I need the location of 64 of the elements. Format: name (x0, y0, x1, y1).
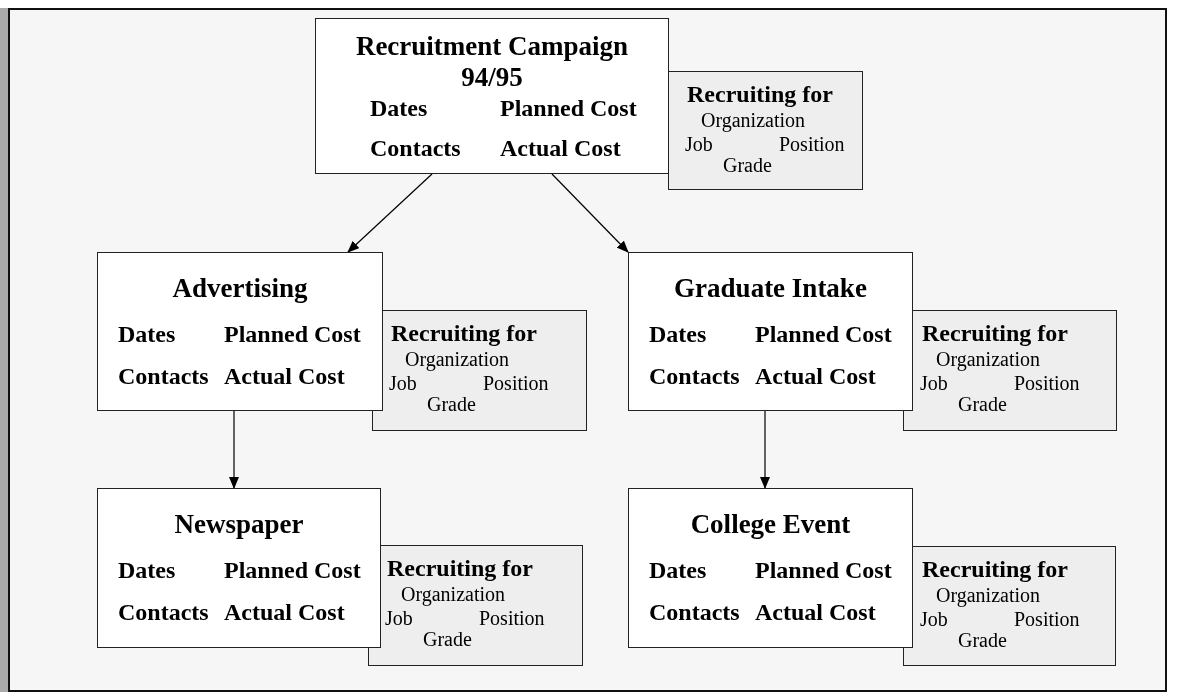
field-label: Actual Cost (224, 363, 345, 390)
note-field: Position (1014, 609, 1080, 630)
field-label: Planned Cost (500, 95, 637, 122)
note-field: Grade (423, 629, 472, 650)
note-field: Position (779, 134, 845, 155)
note-field: Organization (936, 585, 1041, 606)
field-label: Planned Cost (224, 557, 361, 584)
entity-box (315, 18, 669, 174)
note-box (903, 310, 1117, 431)
note-field: Job (389, 373, 417, 394)
arrow (760, 410, 770, 489)
card-title: Newspaper (173, 509, 305, 541)
field-label: Actual Cost (755, 599, 876, 626)
note-field: Organization (701, 110, 806, 131)
card-title: Advertising (171, 273, 309, 305)
field-label: Contacts (118, 599, 209, 626)
field-label: Planned Cost (224, 321, 361, 348)
field-label: Dates (649, 557, 707, 584)
arrow (229, 410, 239, 489)
note-field: Position (1014, 373, 1080, 394)
note-field: Organization (936, 349, 1041, 370)
field-label: Dates (118, 557, 176, 584)
field-label: Planned Cost (755, 321, 892, 348)
note-field: Job (385, 608, 413, 629)
card-title: Recruitment Campaign 94/95 (354, 31, 630, 94)
field-label: Contacts (649, 363, 740, 390)
field-label: Planned Cost (755, 557, 892, 584)
field-label: Dates (118, 321, 176, 348)
note-box (368, 545, 583, 666)
note-field: Job (920, 609, 948, 630)
card-title: College Event (689, 509, 852, 541)
field-label: Actual Cost (755, 363, 876, 390)
card-title: Graduate Intake (673, 273, 868, 305)
note-heading: Recruiting for (922, 321, 1068, 347)
note-heading: Recruiting for (387, 556, 533, 582)
note-box (903, 546, 1116, 666)
field-label: Contacts (118, 363, 209, 390)
entity-box (97, 252, 383, 411)
note-heading: Recruiting for (391, 321, 537, 347)
field-label: Dates (370, 95, 428, 122)
note-field: Organization (401, 584, 506, 605)
note-field: Grade (427, 394, 476, 415)
entity-box (97, 488, 381, 648)
field-label: Actual Cost (500, 135, 621, 162)
note-box (372, 310, 587, 431)
arrow (551, 173, 629, 253)
note-field: Grade (958, 394, 1007, 415)
field-label: Dates (649, 321, 707, 348)
entity-box (628, 252, 913, 411)
note-field: Job (685, 134, 713, 155)
note-field: Grade (723, 155, 772, 176)
note-field: Position (483, 373, 549, 394)
field-label: Actual Cost (224, 599, 345, 626)
note-box (668, 71, 863, 190)
arrow (347, 173, 433, 253)
note-heading: Recruiting for (687, 82, 833, 108)
note-field: Organization (405, 349, 510, 370)
note-heading: Recruiting for (922, 557, 1068, 583)
note-field: Position (479, 608, 545, 629)
note-field: Job (920, 373, 948, 394)
field-label: Contacts (370, 135, 461, 162)
entity-box (628, 488, 913, 648)
note-field: Grade (958, 630, 1007, 651)
field-label: Contacts (649, 599, 740, 626)
